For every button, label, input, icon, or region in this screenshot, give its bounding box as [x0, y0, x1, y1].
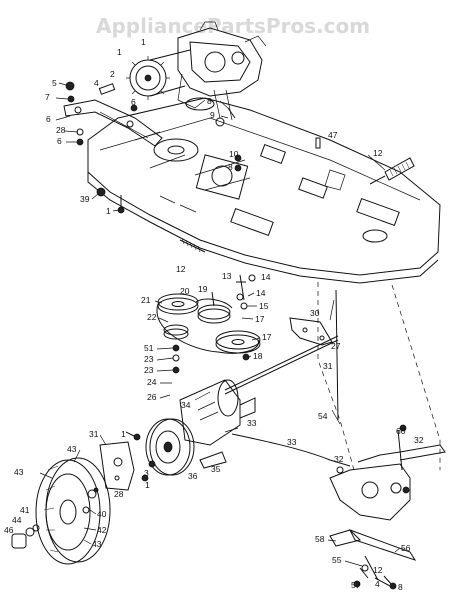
label-13: 9	[210, 110, 215, 120]
label-56: 55	[332, 555, 342, 565]
lift-handle	[369, 157, 415, 185]
label-29a: 23	[144, 354, 154, 364]
label-24: 18	[253, 351, 263, 361]
part-labels: 1 1 2 4 5 7 6 6 28 6 8 9 10 8 47 12 39 1…	[4, 37, 424, 592]
label-12a: 8	[207, 96, 212, 106]
label-45: 43	[92, 539, 102, 549]
label-8b: 6	[131, 97, 136, 107]
frame-deck	[87, 97, 441, 284]
label-41: 36	[188, 471, 198, 481]
label-27: 21	[141, 295, 151, 305]
pin-55	[315, 137, 321, 149]
label-25: 19	[198, 284, 208, 294]
label-40: 35	[211, 464, 221, 474]
label-6a: 3	[144, 468, 149, 478]
label-44: 42	[97, 525, 107, 535]
label-19: 14	[261, 272, 271, 282]
axle-bracket-lower	[99, 431, 156, 491]
label-47: 43	[14, 467, 24, 477]
label-20: 14	[256, 288, 266, 298]
cable-37	[231, 433, 351, 467]
fasteners-upper	[65, 81, 242, 214]
label-33b: 31	[89, 429, 99, 439]
label-35: 32	[414, 435, 424, 445]
label-18: 13	[222, 271, 232, 281]
label-1c: 1	[145, 480, 150, 490]
label-32a: 27	[331, 341, 341, 351]
label-29b: 23	[144, 365, 154, 375]
label-50: 51	[144, 343, 154, 353]
label-26: 20	[180, 286, 190, 296]
label-4: 1	[117, 47, 122, 57]
label-28: 22	[147, 312, 157, 322]
label-12c: 8	[398, 582, 403, 592]
label-46: 43	[67, 444, 77, 454]
label-37: 33	[287, 437, 297, 447]
label-17a: 12	[176, 264, 186, 274]
label-54: 54	[318, 411, 328, 421]
label-60: 60	[396, 426, 406, 436]
label-14a: 10	[229, 149, 239, 159]
label-57: 56	[401, 543, 411, 553]
label-32b: 28	[114, 489, 124, 499]
sprocket-gear	[126, 49, 191, 100]
label-33a: 30	[310, 308, 320, 318]
label-11: 7	[45, 92, 50, 102]
label-21: 15	[259, 301, 269, 311]
label-12b: 8	[228, 162, 233, 172]
label-1a: 1	[106, 206, 111, 216]
label-5: 2	[110, 69, 115, 79]
bracket-40	[199, 451, 227, 469]
label-48: 44	[12, 515, 22, 525]
label-36: 32	[334, 454, 344, 464]
label-39: 34	[181, 400, 191, 410]
brake-linkage	[329, 424, 446, 590]
label-34: 31	[323, 361, 333, 371]
label-10: 6	[46, 114, 51, 124]
drive-shaft	[224, 335, 339, 391]
label-58: 57	[351, 580, 361, 590]
label-8a: 5	[52, 78, 57, 88]
rod-54	[335, 289, 339, 421]
label-7: 4	[94, 78, 99, 88]
label-9: 6	[57, 136, 62, 146]
pulley-assembly	[156, 274, 261, 374]
label-55: 47	[328, 130, 338, 140]
label-30: 24	[147, 377, 157, 387]
label-42: 39	[80, 194, 90, 204]
leader-lines	[39, 82, 401, 567]
label-3: 1	[141, 37, 146, 47]
label-51: 46	[4, 525, 14, 535]
label-59: 58	[315, 534, 325, 544]
label-17b: 12	[373, 565, 383, 575]
large-pulley	[145, 418, 195, 476]
label-1b: 1	[121, 429, 126, 439]
label-6b: 4	[375, 579, 380, 589]
shift-lever-bracket	[63, 83, 163, 147]
rear-wheel	[11, 457, 111, 565]
spring-17	[179, 239, 206, 253]
label-38: 33	[247, 418, 257, 428]
label-43b: 41	[20, 505, 30, 515]
transaxle-motor	[179, 379, 256, 446]
label-31a: 28	[56, 125, 66, 135]
label-43a: 40	[97, 509, 107, 519]
label-15: 12	[373, 148, 383, 158]
bracket-33-upper	[289, 317, 333, 346]
label-31b: 26	[147, 392, 157, 402]
label-22: 17	[255, 314, 265, 324]
watermark-text: AppliancePartsPros.com	[96, 14, 370, 38]
label-23: 17	[262, 332, 272, 342]
